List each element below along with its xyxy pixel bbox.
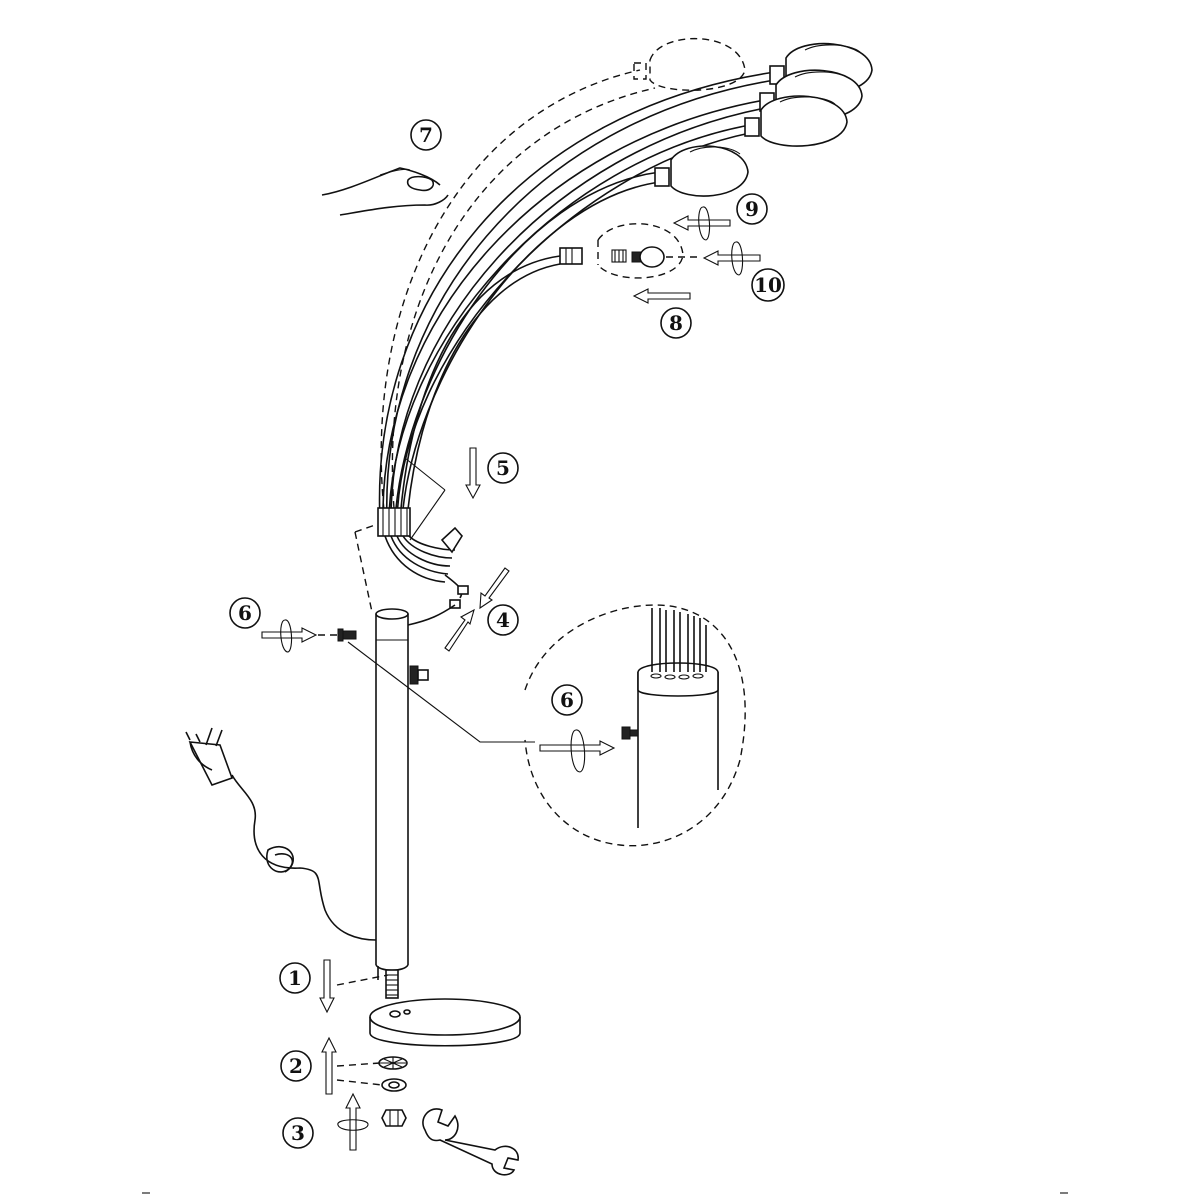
wire-terminal-top: [457, 585, 469, 595]
lamp-arms: [378, 69, 776, 521]
rotate-right-arrow-icon: [261, 619, 340, 653]
svg-text:6: 6: [560, 688, 574, 712]
step-labels: 1 2 3 4 5 6 6 7: [229, 119, 785, 1149]
arm-4b: [401, 181, 661, 521]
shade-4: [654, 145, 749, 197]
step-10-label: 10: [751, 268, 785, 302]
step-8-label: 8: [660, 307, 692, 339]
arm-1: [378, 71, 776, 521]
rotate-left-arrow-step9-icon: [672, 206, 731, 241]
detail-rotate-arrow-icon: [539, 729, 616, 773]
svg-text:10: 10: [754, 273, 782, 297]
step-3-label: 3: [282, 1117, 314, 1149]
socket-5: [559, 247, 583, 265]
detail-screw-icon: [621, 726, 639, 740]
threaded-rod: [385, 969, 399, 999]
svg-text:8: 8: [669, 311, 683, 335]
svg-text:5: 5: [496, 456, 510, 480]
step-5-label: 5: [487, 452, 519, 484]
svg-text:9: 9: [745, 197, 759, 221]
arrow-left-step8-icon: [632, 288, 691, 304]
connector-block: [440, 526, 463, 554]
svg-text:7: 7: [419, 123, 433, 147]
svg-text:2: 2: [289, 1054, 303, 1078]
hex-nut: [381, 1109, 407, 1127]
lamp-pole: [375, 604, 456, 999]
arm-4: [394, 171, 661, 521]
wrench-icon: [422, 1108, 519, 1176]
screw-icon: [337, 628, 357, 642]
shade-3: [744, 95, 848, 147]
cable-bundle: [354, 457, 469, 613]
lamp-base: [369, 998, 521, 1047]
plug-icon: [185, 727, 234, 786]
arrow-down-step5-icon: [465, 447, 481, 500]
arrow-diagonal-step4-icon: [444, 567, 510, 652]
arm-2: [382, 99, 766, 521]
detail-inset: [524, 604, 746, 847]
rotate-up-arrow-icon: [337, 1092, 369, 1151]
hand-icon: [321, 167, 449, 216]
arm-dashed-outer: [380, 69, 641, 521]
arrow-up-icon: [321, 1036, 337, 1095]
svg-text:4: 4: [496, 608, 510, 632]
arm-5b: [406, 263, 561, 521]
detail-tube: [637, 608, 719, 828]
arm-dashed-inner: [391, 87, 656, 521]
arm-5: [399, 255, 561, 521]
washer-ring: [381, 1078, 407, 1092]
step-9-label: 9: [736, 193, 768, 225]
svg-text:1: 1: [288, 966, 302, 990]
step-arrows: [261, 206, 761, 1151]
arm-1b: [386, 79, 776, 521]
shade-5-with-bulb: [597, 223, 700, 279]
pole-screw: [409, 665, 429, 685]
lamp-shades: [559, 37, 873, 279]
step-6-detail-label: 6: [551, 684, 583, 716]
step-4-label: 4: [487, 604, 519, 636]
step-6-label: 6: [229, 597, 261, 629]
step-1-label: 1: [279, 962, 311, 994]
arrow-down-icon: [319, 959, 335, 1014]
shade-dashed: [633, 37, 746, 91]
arm-3: [388, 124, 751, 521]
step-2-label: 2: [280, 1050, 312, 1082]
washer-star: [378, 1056, 408, 1070]
wire-terminal-bottom: [449, 599, 461, 609]
step-7-label: 7: [410, 119, 442, 151]
power-cord: [231, 774, 377, 941]
rotate-left-arrow-step10-icon: [702, 241, 761, 276]
svg-text:6: 6: [238, 601, 252, 625]
svg-text:3: 3: [291, 1121, 305, 1145]
light-bulb-icon: [631, 246, 665, 268]
